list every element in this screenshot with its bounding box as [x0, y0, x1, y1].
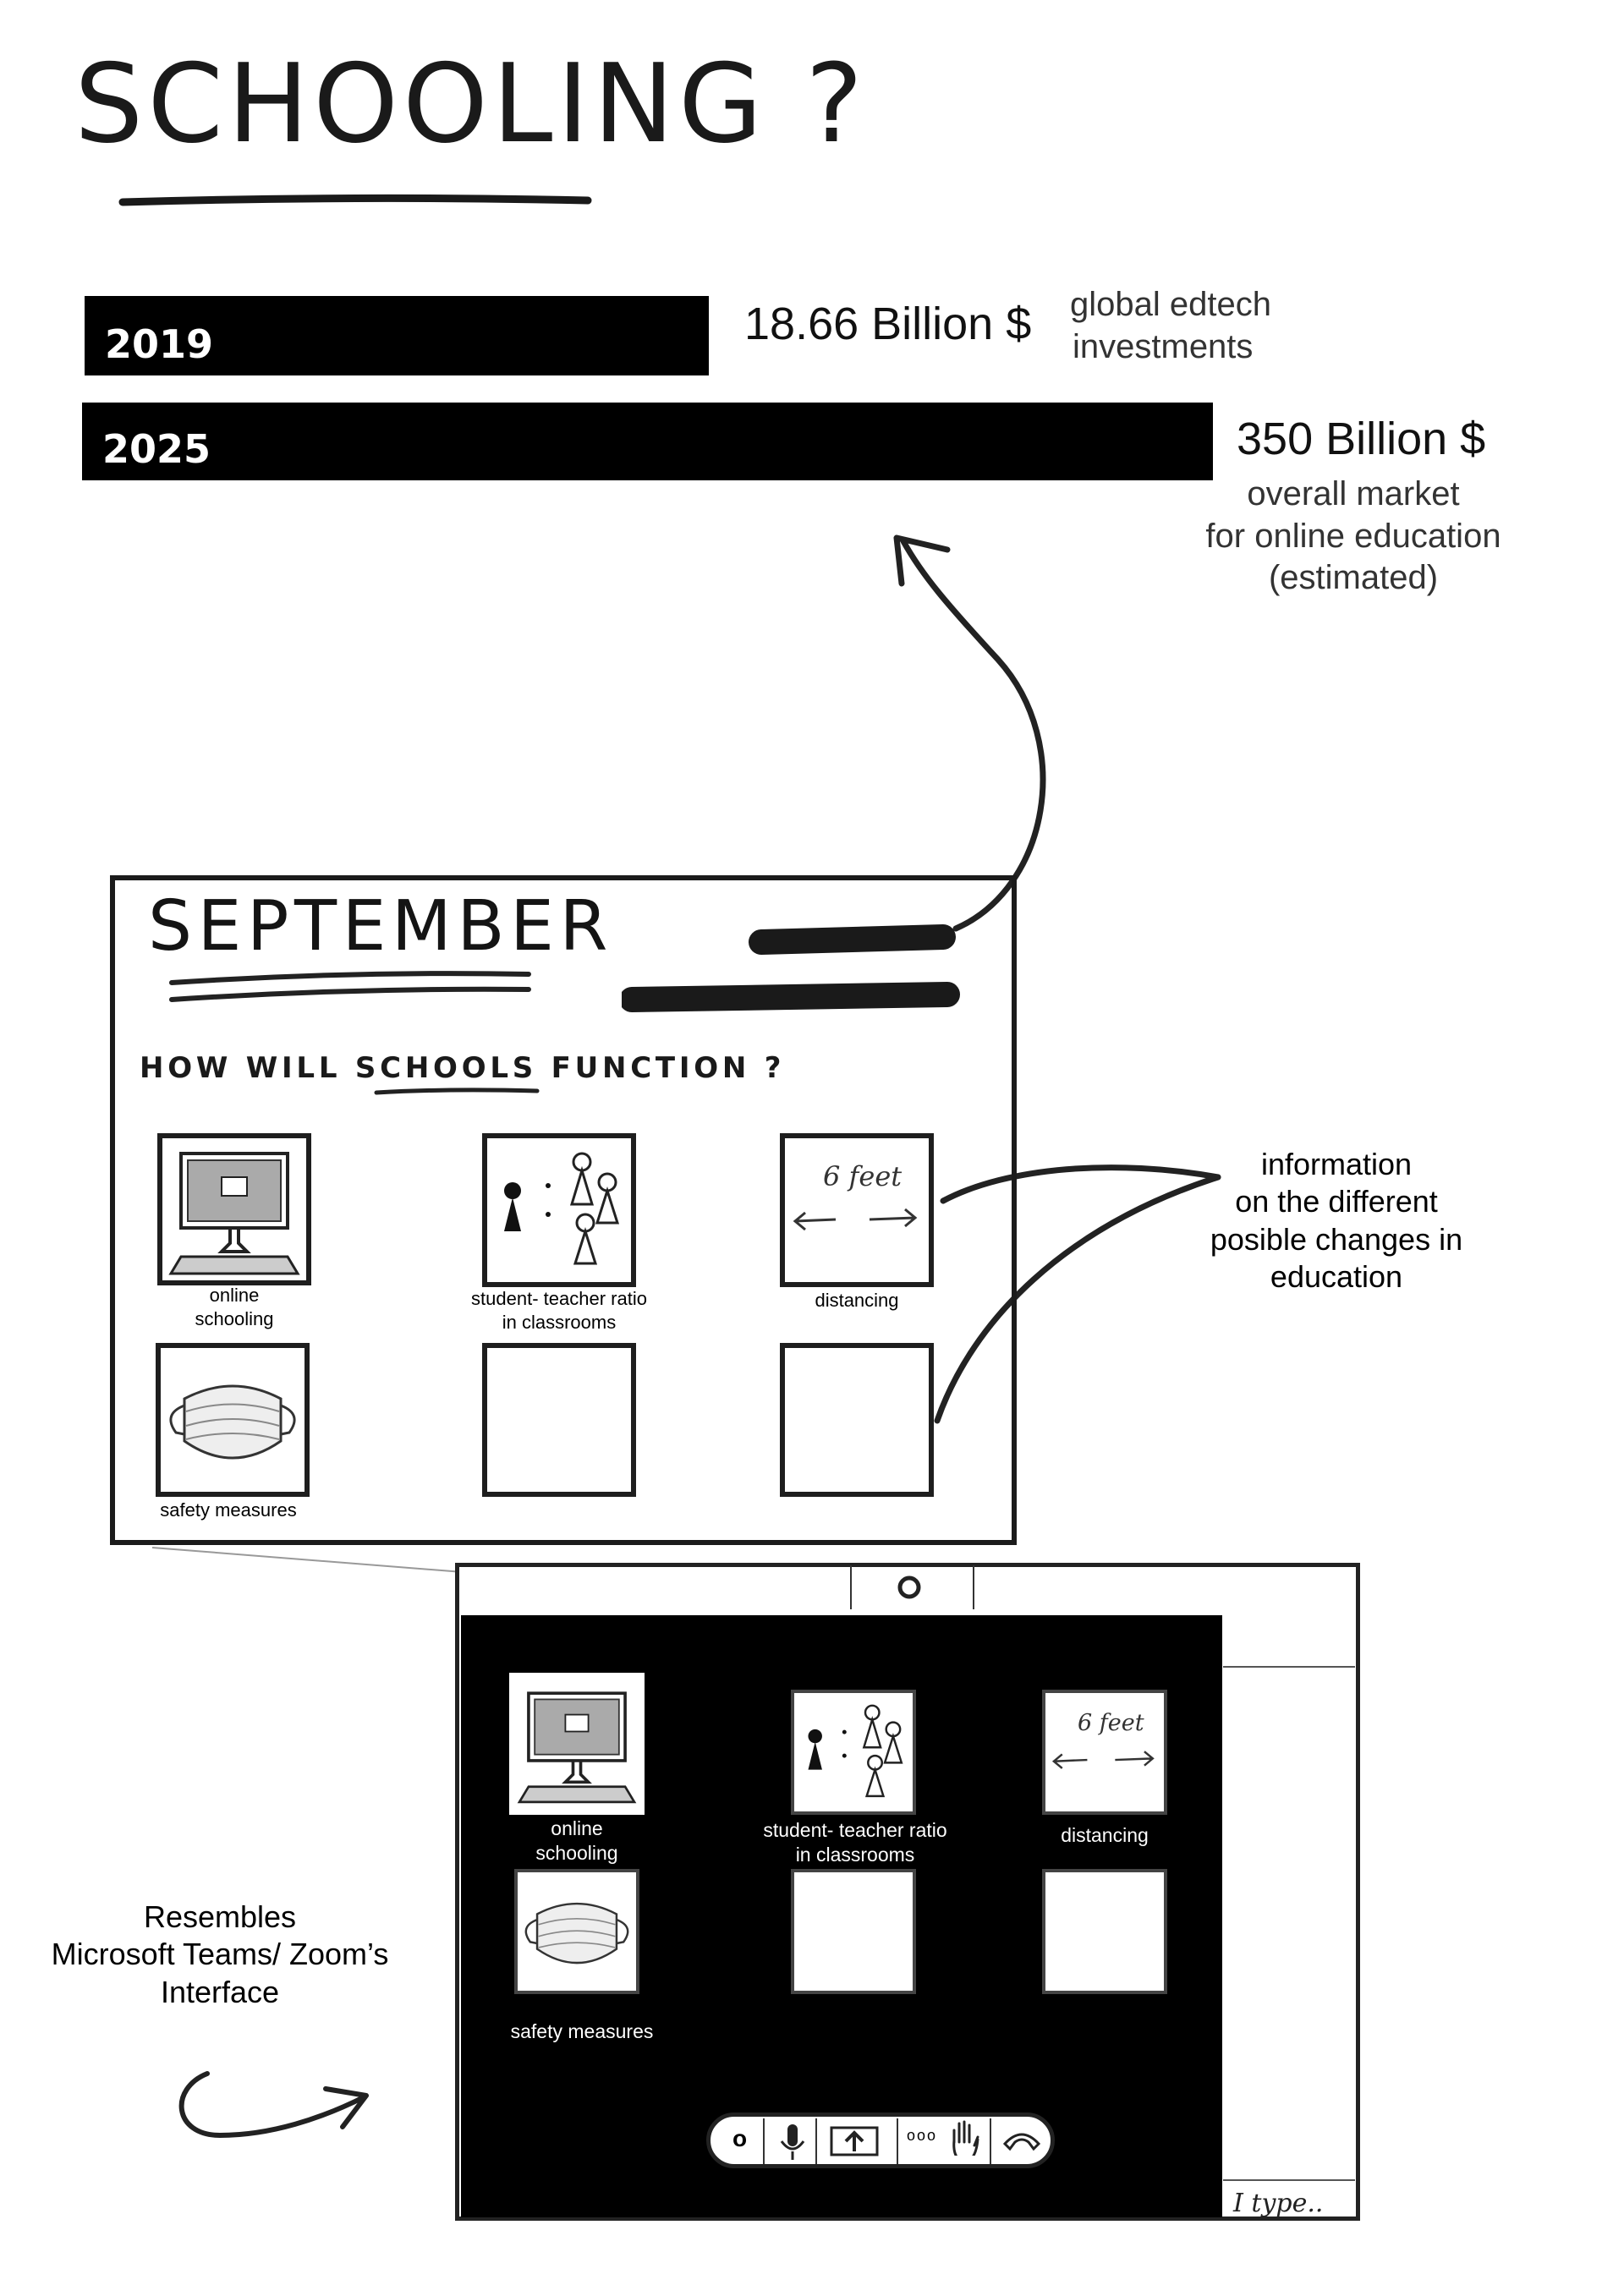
annotation-line: information [1260, 1147, 1413, 1181]
question-heading: HOW WILL SCHOOLS FUNCTION ? [140, 1051, 786, 1085]
note-2025-line: overall market [1247, 475, 1460, 512]
controls-divider [897, 2118, 898, 2164]
distance-arrows-icon [793, 1208, 918, 1231]
sketch-label: 6 feet [823, 1160, 903, 1192]
controls-divider [763, 2118, 765, 2164]
september-panel [110, 875, 1017, 1545]
caption-line: student- teacher ratio [471, 1288, 647, 1309]
tile-caption: student- teacher ratio in classrooms [441, 1287, 678, 1334]
sketch-label: 6 feet [1078, 1710, 1144, 1736]
bar-2025-label: 2025 [102, 426, 211, 472]
video-tile-student-teacher-ratio[interactable] [791, 1690, 916, 1815]
video-tile-caption: online schooling [484, 1817, 670, 1866]
people-ratio-icon [808, 1704, 903, 1798]
video-tile-online-schooling[interactable] [509, 1673, 645, 1815]
value-2025: 350 Billion $ [1237, 414, 1486, 464]
chat-divider [1223, 1666, 1355, 1668]
question-underline [374, 1088, 540, 1095]
tile-empty[interactable] [780, 1343, 934, 1497]
computer-icon [517, 1691, 637, 1804]
caption-line: student- teacher ratio [763, 1819, 947, 1841]
note-2019-line: investments [1073, 327, 1254, 365]
video-tile-caption: student- teacher ratio in classrooms [732, 1818, 978, 1867]
value-2019: 18.66 Billion $ [744, 299, 1032, 349]
tile-empty[interactable] [482, 1343, 636, 1497]
tile-caption: safety measures [135, 1499, 321, 1522]
title-underline [118, 194, 592, 206]
note-2025: overall market for online education (est… [1184, 474, 1522, 600]
note-2019-line: global edtech [1070, 286, 1271, 323]
more-icon[interactable]: ooo [907, 2127, 938, 2144]
caption-line: safety measures [510, 2020, 654, 2042]
camera-notch-right [973, 1565, 974, 1609]
caption-line: online [209, 1285, 260, 1306]
bar-2025: 2025 [82, 403, 1213, 480]
note-2025-line: (estimated) [1268, 559, 1439, 597]
caption-line: distancing [1061, 1824, 1149, 1846]
share-screen-icon[interactable] [829, 2123, 880, 2160]
redacted-lines [622, 924, 960, 1012]
chat-input[interactable]: I type.. [1233, 2189, 1324, 2218]
controls-divider [990, 2118, 991, 2164]
tile-caption: online schooling [141, 1284, 327, 1330]
video-tile-safety-measures[interactable] [514, 1869, 639, 1994]
tile-distancing[interactable]: 6 feet [780, 1133, 934, 1287]
raise-hand-icon[interactable] [947, 2118, 983, 2156]
people-ratio-icon [504, 1152, 620, 1265]
caption-line: distancing [815, 1290, 899, 1311]
caption-line: safety measures [160, 1499, 297, 1521]
face-mask-icon [524, 1902, 629, 1964]
panel-heading: SEPTEMBER [148, 886, 614, 967]
note-2019: global edtech investments [1070, 284, 1271, 368]
caption-line: in classrooms [502, 1311, 617, 1333]
heading-underline [169, 971, 531, 1002]
camera-icon [897, 1575, 921, 1599]
bar-2019-label: 2019 [105, 321, 214, 367]
caption-line: in classrooms [795, 1843, 915, 1866]
annotation-line: posible changes in [1210, 1221, 1463, 1257]
video-tile-distancing[interactable]: 6 feet [1042, 1690, 1167, 1815]
video-tile-caption: distancing [1012, 1823, 1198, 1848]
distance-arrows-icon [1051, 1751, 1155, 1769]
video-tile-empty[interactable] [791, 1869, 916, 1994]
caption-line: online [551, 1817, 603, 1839]
caption-line: schooling [535, 1841, 618, 1864]
face-mask-icon [169, 1384, 296, 1460]
chat-divider [1223, 2179, 1355, 2181]
tile-student-teacher-ratio[interactable] [482, 1133, 636, 1287]
annotation-line: on the different [1235, 1184, 1438, 1219]
camera-notch-left [850, 1565, 852, 1609]
tile-caption: distancing [764, 1289, 950, 1312]
note-2025-line: for online education [1205, 517, 1501, 555]
tile-online-schooling[interactable] [157, 1133, 311, 1285]
mic-icon[interactable] [778, 2123, 807, 2160]
zero-button[interactable]: o [732, 2125, 748, 2151]
tile-safety-measures[interactable] [156, 1343, 310, 1497]
annotation-right: information on the different posible cha… [1184, 1146, 1489, 1296]
annotation-line: Microsoft Teams/ Zoom’s [51, 1937, 389, 1972]
annotation-line: education [1270, 1258, 1403, 1294]
annotation-line: Interface [160, 1974, 280, 2009]
page-title: SCHOOLING ? [74, 41, 868, 167]
bar-2019: 2019 [85, 296, 709, 375]
hang-up-icon[interactable] [1001, 2125, 1042, 2162]
video-tile-caption: safety measures [489, 2019, 675, 2044]
call-controls-bar: o ooo [706, 2112, 1055, 2168]
annotation-left: Resembles Microsoft Teams/ Zoom’s Interf… [34, 1899, 406, 2011]
controls-divider [815, 2118, 817, 2164]
caption-line: schooling [195, 1307, 274, 1329]
video-tile-empty[interactable] [1042, 1869, 1167, 1994]
annotation-line: Resembles [143, 1899, 297, 1934]
computer-icon [168, 1152, 300, 1275]
